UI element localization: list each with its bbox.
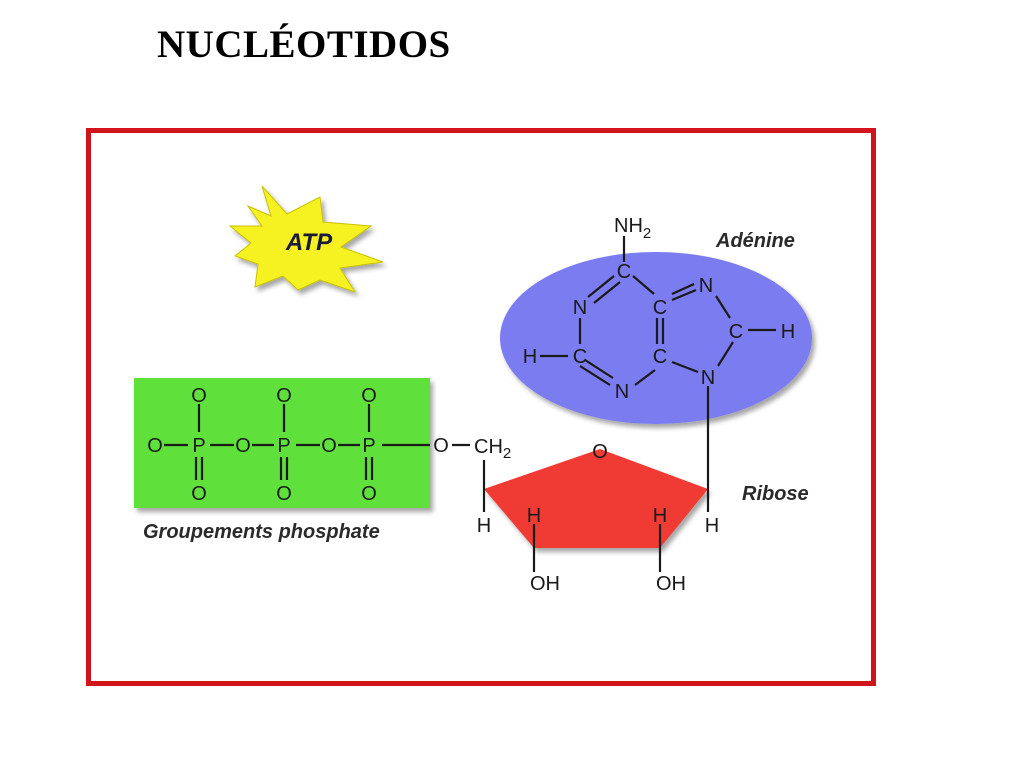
atom-c: C (653, 346, 667, 368)
atom-h: H (523, 346, 537, 368)
adenine-atoms: NH2 C N C N C H H C C N N (523, 215, 795, 403)
atom-c: C (617, 261, 631, 283)
atom-o: O (235, 435, 251, 457)
atom-n: N (615, 381, 629, 403)
atom-h: H (705, 515, 719, 537)
ribose-label: Ribose (742, 483, 809, 505)
atom-o: O (191, 385, 207, 407)
phosphate-bonds (164, 404, 486, 489)
atom-o: O (276, 483, 292, 505)
atom-c: C (573, 346, 587, 368)
atom-o: O (592, 441, 608, 463)
atom-o: O (361, 483, 377, 505)
atom-o: O (147, 435, 163, 457)
atom-h: H (781, 321, 795, 343)
atom-h: H (653, 505, 667, 527)
atom-p: P (362, 435, 375, 457)
phosphate-atoms: O O O O P O P O P O O O O CH2 (147, 385, 511, 505)
atom-o: O (321, 435, 337, 457)
atp-starburst: ATP (228, 185, 384, 293)
atom-n: N (699, 275, 713, 297)
atom-p: P (277, 435, 290, 457)
atom-o: O (191, 483, 207, 505)
atom-o: O (276, 385, 292, 407)
adenine-bonds (540, 236, 776, 386)
atom-o: O (361, 385, 377, 407)
atom-h: H (477, 515, 491, 537)
phosphate-block (134, 378, 430, 508)
adenine-label: Adénine (715, 230, 795, 252)
ribose-atoms: O H H H H OH OH (477, 441, 719, 595)
ribose-ring (484, 449, 708, 548)
atom-oh: OH (530, 573, 560, 595)
ribose-bonds (482, 386, 710, 572)
atom-h: H (527, 505, 541, 527)
atom-c: C (729, 321, 743, 343)
atom-ch2: CH2 (474, 436, 511, 462)
atom-p: P (192, 435, 205, 457)
slide-title: NUCLÉOTIDOS (157, 23, 451, 66)
phosphate-label: Groupements phosphate (143, 521, 380, 543)
atom-oh: OH (656, 573, 686, 595)
atom-n: N (573, 297, 587, 319)
atom-nh2: NH2 (614, 215, 651, 242)
atom-c: C (653, 297, 667, 319)
atom-n: N (701, 367, 715, 389)
atp-label: ATP (285, 229, 333, 256)
atom-o: O (433, 435, 449, 457)
